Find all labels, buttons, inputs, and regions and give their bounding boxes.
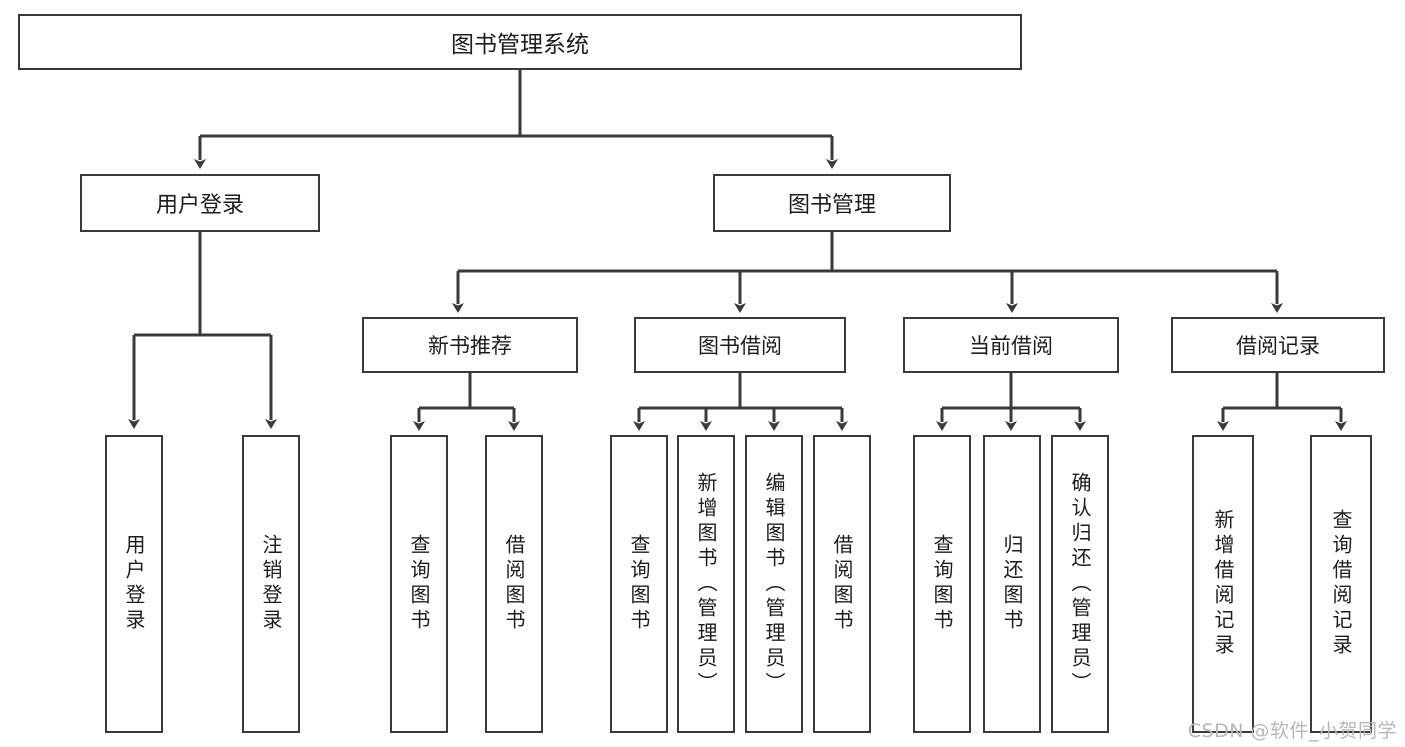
node-leaf-edit-book[interactable]: 编辑图书（管理员） <box>745 435 803 733</box>
node-book-borrow-label: 图书借阅 <box>698 334 782 358</box>
node-leaf-borrow-book-1-label: 借阅图书 <box>502 534 526 634</box>
node-leaf-user-login[interactable]: 用户登录 <box>105 435 163 733</box>
node-leaf-user-login-label: 用户登录 <box>122 534 146 634</box>
node-leaf-confirm-return[interactable]: 确认归还（管理员） <box>1051 435 1109 733</box>
node-leaf-add-record[interactable]: 新增借阅记录 <box>1192 435 1254 733</box>
node-root-label: 图书管理系统 <box>451 32 589 58</box>
node-new-book-rec-label: 新书推荐 <box>428 334 512 358</box>
node-new-book-rec[interactable]: 新书推荐 <box>362 317 578 373</box>
node-user-login-label: 用户登录 <box>155 193 244 218</box>
node-current-borrow-label: 当前借阅 <box>969 334 1053 358</box>
node-leaf-borrow-book-1[interactable]: 借阅图书 <box>485 435 543 733</box>
node-leaf-query-record[interactable]: 查询借阅记录 <box>1310 435 1372 733</box>
node-leaf-query-record-label: 查询借阅记录 <box>1329 509 1353 659</box>
node-leaf-return-book-label: 归还图书 <box>1000 534 1024 634</box>
node-leaf-return-book[interactable]: 归还图书 <box>983 435 1041 733</box>
node-leaf-edit-book-label: 编辑图书（管理员） <box>762 471 786 697</box>
node-book-manage-label: 图书管理 <box>787 193 876 218</box>
node-leaf-borrow-book-2[interactable]: 借阅图书 <box>813 435 871 733</box>
node-leaf-query-book-2-label: 查询图书 <box>627 534 651 634</box>
node-book-borrow[interactable]: 图书借阅 <box>634 317 846 373</box>
node-leaf-add-record-label: 新增借阅记录 <box>1211 509 1235 659</box>
node-leaf-query-book-1[interactable]: 查询图书 <box>390 435 448 733</box>
node-leaf-logout-login[interactable]: 注销登录 <box>242 435 300 733</box>
node-current-borrow[interactable]: 当前借阅 <box>903 317 1119 373</box>
node-leaf-query-book-3-label: 查询图书 <box>930 534 954 634</box>
node-leaf-logout-login-label: 注销登录 <box>259 534 283 634</box>
node-borrow-record[interactable]: 借阅记录 <box>1171 317 1385 373</box>
node-root[interactable]: 图书管理系统 <box>18 14 1022 70</box>
node-leaf-query-book-3[interactable]: 查询图书 <box>913 435 971 733</box>
watermark-text: CSDN @软件_小贺同学 <box>1187 720 1397 742</box>
node-borrow-record-label: 借阅记录 <box>1236 334 1320 358</box>
node-leaf-add-book[interactable]: 新增图书（管理员） <box>677 435 735 733</box>
node-leaf-query-book-2[interactable]: 查询图书 <box>610 435 668 733</box>
node-leaf-add-book-label: 新增图书（管理员） <box>694 471 718 697</box>
node-user-login[interactable]: 用户登录 <box>80 174 320 232</box>
node-book-manage[interactable]: 图书管理 <box>713 174 951 232</box>
node-leaf-borrow-book-2-label: 借阅图书 <box>830 534 854 634</box>
node-leaf-confirm-return-label: 确认归还（管理员） <box>1068 471 1092 697</box>
node-leaf-query-book-1-label: 查询图书 <box>407 534 431 634</box>
